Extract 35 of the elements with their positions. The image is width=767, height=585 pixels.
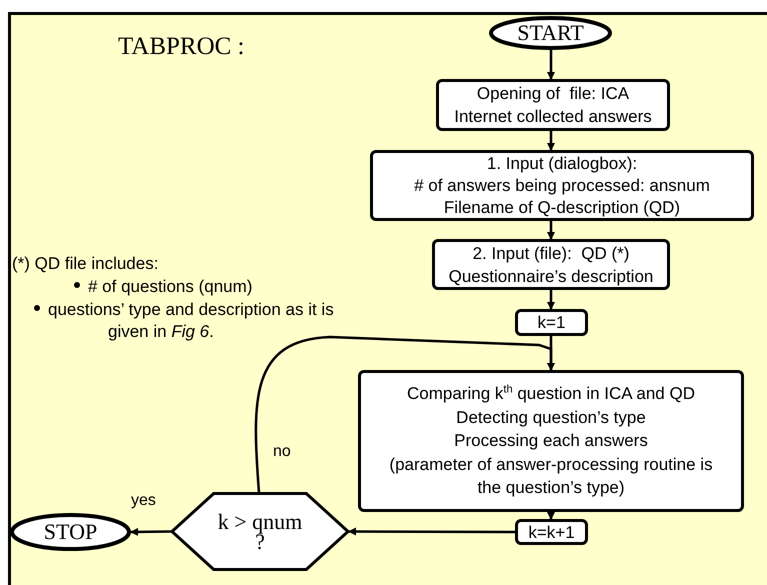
arrow: [130, 528, 172, 536]
diagram-title: TABPROC :: [118, 32, 245, 62]
arrow: [348, 528, 515, 536]
process-box: [432, 239, 670, 290]
arrow: [547, 512, 555, 520]
box-text: Comparing k$^{th}$ question in ICA and QD: [407, 382, 695, 406]
process-box: [358, 370, 744, 512]
arrow: [547, 131, 555, 151]
process-box: [436, 79, 670, 131]
process-box: [370, 150, 754, 221]
terminal-text: START: [517, 23, 584, 43]
decision-text: k > qnum ?: [217, 512, 303, 552]
box-text: Filename of Q-description (QD): [444, 196, 680, 218]
box-text: Internet collected answers: [454, 106, 652, 128]
box-text: Detecting question’s type: [456, 406, 646, 429]
box-text: 2. Input (file): QD (*): [472, 242, 630, 264]
box-text: (parameter of answer-processing routine is the question’s type): [388, 454, 714, 500]
terminal-text: STOP: [44, 522, 98, 542]
arrow: [547, 290, 555, 310]
box-text: # of answers being processed: ansnum: [414, 174, 710, 196]
arrow: [547, 221, 555, 240]
arrow: [547, 50, 555, 80]
box-text: k=k+1: [528, 522, 575, 542]
note-text: # of questions (qnum): [88, 276, 252, 298]
box-text: Opening of file: ICA: [476, 83, 630, 105]
process-box: [515, 309, 588, 336]
note-text: (*) QD file includes:: [12, 253, 158, 275]
arrow: [254, 336, 555, 494]
decision-hexagon: [171, 492, 349, 571]
box-text: k=1: [538, 312, 566, 333]
box-text: Questionnaire’s description: [448, 266, 654, 288]
note-text: questions’ type and description as it is given in Fig 6.: [48, 299, 335, 343]
box-text: Processing each answers: [454, 430, 648, 452]
box-text: 1. Input (dialogbox):: [486, 152, 638, 174]
process-box: [515, 519, 588, 545]
